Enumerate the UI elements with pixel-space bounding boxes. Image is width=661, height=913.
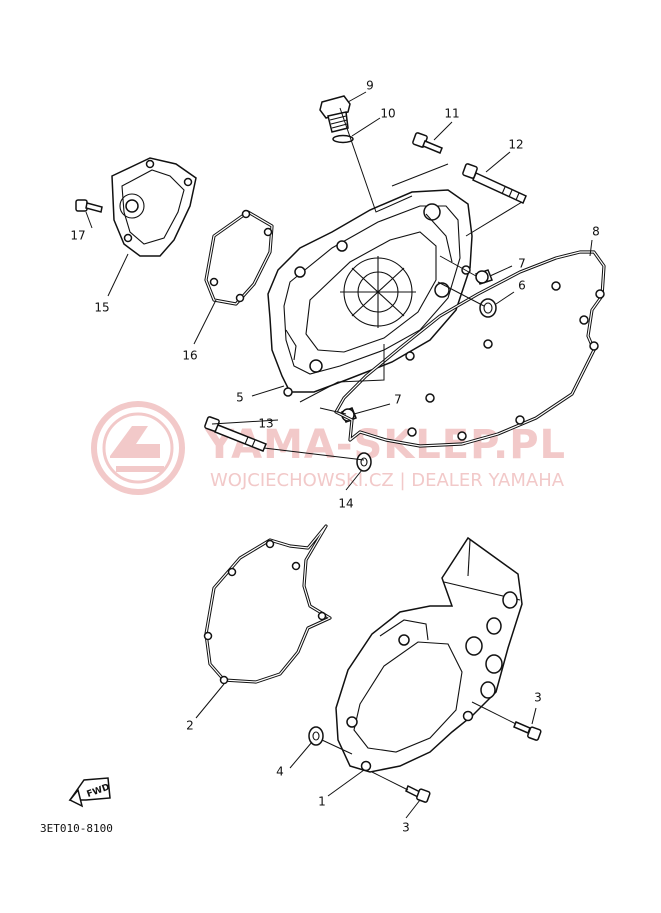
callout-2: 2 xyxy=(186,719,194,733)
watermark-subtitle: WOJCIECHOWSKI.CZ | DEALER YAMAHA xyxy=(210,470,565,491)
callout-1: 1 xyxy=(318,795,326,809)
collar xyxy=(479,298,497,318)
oil-filler-plug xyxy=(319,95,351,133)
screw-17 xyxy=(75,199,103,213)
callout-13: 13 xyxy=(258,417,273,431)
washer-4 xyxy=(308,726,324,746)
watermark-logo xyxy=(91,401,185,495)
callout-17: 17 xyxy=(70,229,85,243)
callout-7-lower: 7 xyxy=(394,393,402,407)
gasket-lower xyxy=(203,524,332,685)
callout-3-lower: 3 xyxy=(402,821,410,835)
watermark: YAMA-SKLEP.PL WOJCIECHOWSKI.CZ | DEALER … xyxy=(91,401,565,495)
gasket-cover xyxy=(334,250,606,448)
callout-5: 5 xyxy=(236,391,244,405)
lower-cover xyxy=(335,536,523,773)
callout-8: 8 xyxy=(592,225,600,239)
callout-14: 14 xyxy=(338,497,353,511)
callout-labels: 9 10 11 12 8 7 6 17 15 16 5 7 13 14 2 3 … xyxy=(70,79,599,835)
callout-12: 12 xyxy=(508,138,523,152)
o-ring xyxy=(332,134,354,144)
callout-15: 15 xyxy=(94,301,109,315)
small-cover xyxy=(111,157,197,257)
washer-14 xyxy=(356,452,372,472)
callout-16: 16 xyxy=(182,349,197,363)
callout-10: 10 xyxy=(380,107,395,121)
crankcase-cover xyxy=(267,189,473,397)
bolt-12 xyxy=(462,163,527,205)
fwd-arrow: FWD xyxy=(68,777,111,808)
callout-11: 11 xyxy=(444,107,459,121)
small-gasket xyxy=(204,209,274,306)
callout-9: 9 xyxy=(366,79,374,93)
leader-lines xyxy=(85,91,593,819)
diagram-code: 3ET010-8100 xyxy=(40,822,113,835)
callout-6: 6 xyxy=(518,279,526,293)
callout-4: 4 xyxy=(276,765,284,779)
dowel-pin-upper xyxy=(475,269,493,285)
bolt-11 xyxy=(412,132,443,154)
callout-3-upper: 3 xyxy=(534,691,542,705)
bolt-3-lower xyxy=(405,784,431,803)
callout-7-upper: 7 xyxy=(518,257,526,271)
bolt-3-upper xyxy=(513,721,542,741)
